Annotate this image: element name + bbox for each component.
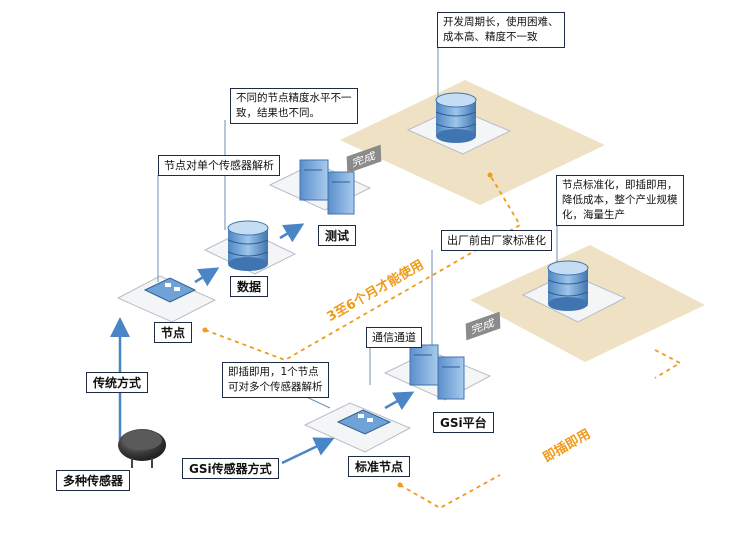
multi-sensor-label: 多种传感器 [56,470,131,491]
test-server-icon [299,159,355,215]
arrow-gsi-method [281,437,335,465]
plug-play-note-line-1: 即插即用，1个节点 [228,366,319,378]
single-parse-note: 节点对单个传感器解析 [158,155,280,176]
standardization-note-line-3: 化，海量生产 [562,209,625,221]
precision-note-line-2: 致，结果也不同。 [236,107,320,119]
top-right-note: 开发周期长，使用困难、 成本高、精度不一致 [437,12,565,48]
data-database-icon [227,220,269,271]
plug-play-note: 即插即用，1个节点 可对多个传感器解析 [222,362,329,398]
arrow-data-test [279,223,305,243]
dash-top-route [204,174,522,361]
node-board-icon [143,277,197,303]
sensor-icon [118,429,166,468]
gsi-method-label: GSi传感器方式 [182,458,279,479]
top-right-note-line-1: 开发周期长，使用困难、 [443,16,559,28]
gsi-server-icon [409,344,465,400]
dash-bottom-route [399,474,501,510]
data-label: 数据 [230,276,269,297]
plug-play-note-line-2: 可对多个传感器解析 [228,381,323,393]
arrow-standard-platform [384,391,415,411]
top-database-icon [435,92,477,143]
traditional-method-label: 传统方式 [86,372,149,393]
node-label: 节点 [154,322,193,343]
standardization-note: 节点标准化，即插即用， 降低成本，整个产业规模 化，海量生产 [556,175,684,226]
arrow-node-data [194,267,220,287]
route-dot-top [487,172,493,178]
test-label: 测试 [318,225,357,246]
standard-node-board-icon [336,409,392,435]
gsi-platform-label: GSi平台 [433,412,494,433]
route-dot-left [202,327,208,333]
factory-note: 出厂前由厂家标准化 [441,230,552,251]
bottom-database-icon [547,260,589,311]
channel-note: 通信通道 [366,327,422,348]
standard-node-label: 标准节点 [348,456,411,477]
route-dot-bottom [397,482,403,488]
standardization-note-line-2: 降低成本，整个产业规模 [562,194,678,206]
precision-note-line-1: 不同的节点精度水平不一 [236,92,352,104]
top-right-note-line-2: 成本高、精度不一致 [443,31,538,43]
standardization-note-line-1: 节点标准化，即插即用， [562,179,678,191]
precision-note: 不同的节点精度水平不一 致，结果也不同。 [230,88,358,124]
dash-right-loop [654,349,682,379]
